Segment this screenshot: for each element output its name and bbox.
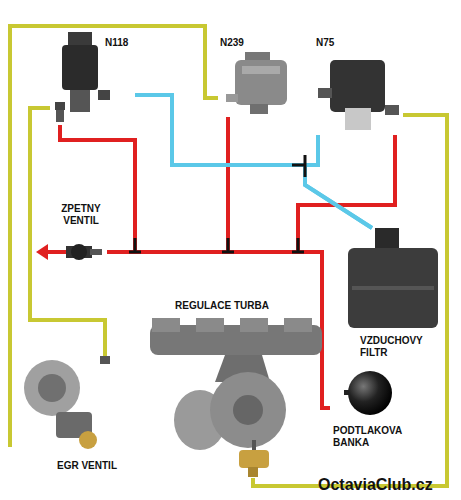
valve-body (235, 60, 287, 105)
component-label: EGR VENTIL (57, 460, 117, 472)
turbine-outlet (233, 395, 263, 425)
egr-nozzle (100, 356, 110, 364)
valve-nozzle (226, 94, 238, 102)
vacuum-reservoir: PODTLAKOVA BANKA (330, 370, 420, 450)
tee-fitting (292, 155, 305, 177)
component-label: N75 (316, 37, 356, 49)
valve-highlight (242, 66, 280, 74)
component-label: N239 (220, 37, 260, 49)
manifold-flange (240, 318, 268, 332)
solenoid-valve: N239 (218, 35, 293, 117)
watermark: OctaviaClub.cz (318, 476, 433, 494)
flow-arrow (36, 244, 48, 260)
vacuum-hose (30, 108, 105, 360)
egr-diaphragm (79, 431, 97, 449)
vacuum-hose (107, 117, 228, 252)
manifold-flange (196, 318, 224, 332)
component-label: PODTLAKOVA BANKA (333, 425, 413, 449)
air-filter: VZDUCHOVY FILTR (342, 228, 442, 360)
turbocharger: REGULACE TURBA (135, 298, 330, 478)
vacuum-hose (10, 26, 218, 445)
component-label: N118 (105, 37, 135, 49)
valve-nozzle (250, 104, 268, 114)
solenoid-nozzle (56, 110, 64, 122)
vacuum-hose (135, 95, 372, 228)
vacuum-hose (60, 125, 135, 252)
filter-box (348, 248, 438, 328)
solenoid-body (62, 45, 98, 90)
vacuum-reservoir (348, 371, 392, 415)
solenoid-valve: N75 (308, 35, 403, 135)
solenoid-nozzle (55, 102, 65, 110)
manifold-flange (152, 318, 180, 332)
egr-port (38, 374, 66, 402)
wastegate-actuator (239, 450, 269, 468)
tee-fitting (222, 238, 234, 252)
component-label: REGULACE TURBA (175, 300, 295, 312)
vacuum-hose (107, 252, 330, 408)
solenoid-nozzle (318, 88, 332, 98)
vacuum-hose (305, 135, 372, 228)
tee-fitting (292, 238, 304, 252)
vacuum-hose (107, 135, 395, 252)
component-label: ZPETNY VENTIL (57, 203, 105, 227)
filter-seam (352, 286, 434, 290)
vacuum-line (46, 250, 66, 254)
solenoid-base (345, 108, 371, 130)
solenoid-body (330, 60, 385, 112)
solenoid-base (70, 90, 90, 112)
component-label: VZDUCHOVY FILTR (360, 335, 432, 359)
tee-fitting (129, 238, 141, 252)
solenoid-nozzle (385, 105, 399, 115)
actuator-nozzle (248, 467, 258, 477)
check-valve-nozzle (90, 249, 102, 255)
egr-valve: EGR VENTIL (12, 360, 112, 475)
vacuum-hose (253, 115, 447, 486)
solenoid-valve: N118 (50, 30, 135, 125)
solenoid-nozzle (98, 90, 110, 100)
check-valve-disc (71, 244, 87, 260)
check-valve: ZPETNY VENTIL (55, 200, 107, 270)
turbine-housing (210, 372, 286, 448)
manifold-flange (284, 318, 312, 332)
egr-body (24, 360, 80, 416)
